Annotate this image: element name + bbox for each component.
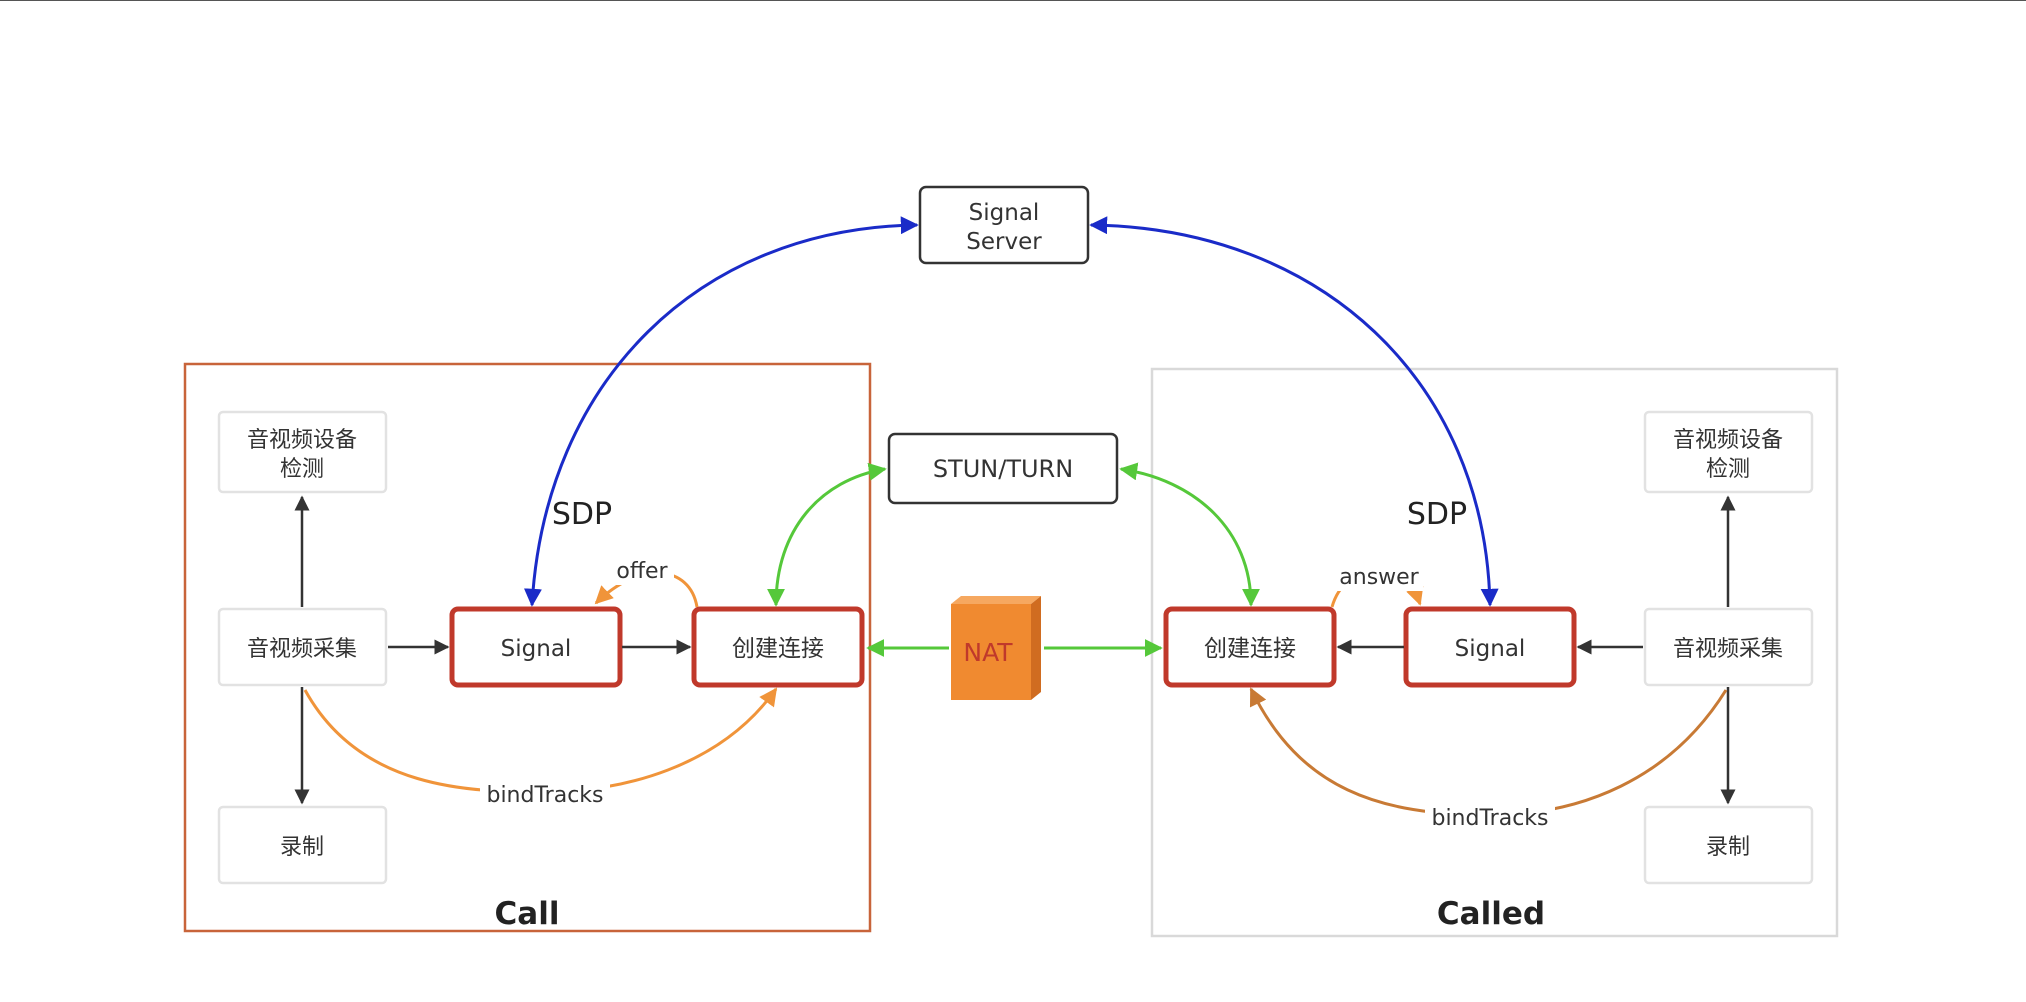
call-sdp-label: SDP [552, 497, 612, 532]
nat-block [951, 604, 1031, 700]
called-device-check-node [1643, 410, 1814, 494]
call-bind-tracks-label-bg [480, 779, 610, 809]
call-bind-tracks-arrow [303, 687, 778, 794]
call-capture-node [217, 607, 388, 687]
called-connect-to-stun-arrow [1119, 462, 1260, 607]
signal-server-label-line1: Signal [969, 200, 1040, 226]
call-connect-to-stun-arrow [767, 462, 887, 607]
called-bind-tracks-label-bg [1425, 802, 1555, 832]
called-signal-node [1403, 606, 1577, 688]
call-capture-label: 音视频采集 [247, 637, 357, 662]
offer-label-bg [610, 555, 674, 585]
call-record-node [217, 805, 388, 885]
called-bind-tracks-arrow [1249, 687, 1728, 817]
call-connect-label: 创建连接 [732, 636, 824, 662]
call-record-label: 录制 [280, 835, 324, 860]
nat-block-top [951, 596, 1041, 604]
called-sdp-arrow [1089, 216, 1499, 607]
answer-label-bg [1335, 561, 1423, 591]
called-connect-node [1163, 606, 1337, 688]
call-connect-node [691, 606, 865, 688]
called-record-label: 录制 [1706, 835, 1750, 860]
called-connect-label: 创建连接 [1204, 636, 1296, 662]
signal-server-node [918, 185, 1090, 265]
offer-label: offer [616, 559, 668, 584]
called-capture-node [1643, 607, 1814, 687]
called-device-check-line2: 检测 [1706, 457, 1750, 482]
stun-turn-label: STUN/TURN [933, 455, 1073, 483]
answer-label: answer [1339, 565, 1419, 590]
called-bind-tracks-label: bindTracks [1431, 806, 1548, 831]
call-signal-node [449, 606, 623, 688]
signal-server-label-line2: Server [966, 229, 1042, 255]
called-capture-label: 音视频采集 [1673, 637, 1783, 662]
called-title: Called [1437, 896, 1545, 932]
nat-label: NAT [963, 638, 1013, 667]
call-sdp-arrow [523, 216, 919, 607]
top-border-line [0, 0, 2026, 1]
called-signal-label: Signal [1455, 636, 1526, 662]
call-signal-label: Signal [501, 636, 572, 662]
call-device-check-line1: 音视频设备 [247, 428, 357, 453]
call-device-check-line2: 检测 [280, 457, 324, 482]
call-title: Call [495, 896, 560, 932]
call-device-check-node [217, 410, 388, 494]
called-record-node [1643, 805, 1814, 885]
nat-block-side [1031, 596, 1041, 700]
call-bind-tracks-label: bindTracks [486, 783, 603, 808]
called-device-check-line1: 音视频设备 [1673, 428, 1783, 453]
called-sdp-label: SDP [1407, 497, 1467, 532]
